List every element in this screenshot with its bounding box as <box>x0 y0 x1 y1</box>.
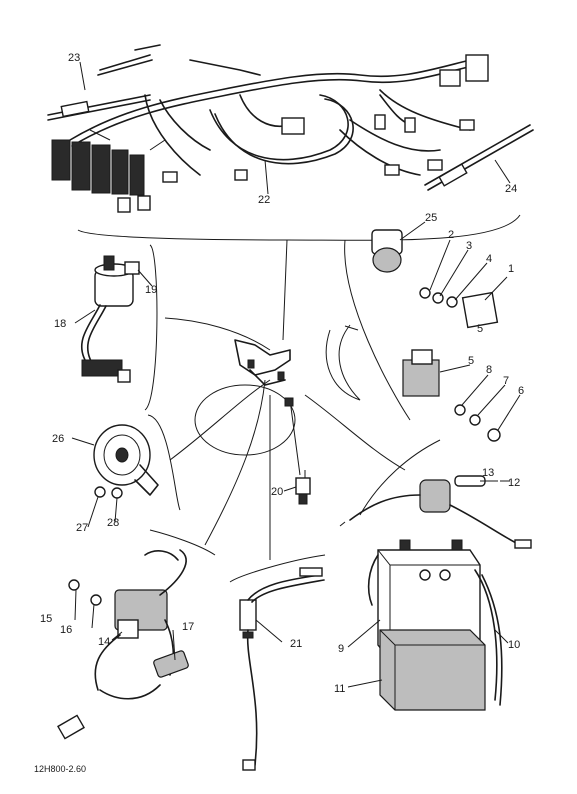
callout-10: 10 <box>508 639 520 651</box>
callout-2: 2 <box>448 229 454 241</box>
wiring-routing <box>164 239 406 560</box>
bracket-regulator <box>229 554 326 583</box>
leader-lines <box>71 61 521 688</box>
bracket-ignition <box>149 529 216 556</box>
bracket-switch <box>144 244 158 411</box>
callout-13: 13 <box>482 467 494 479</box>
callout-15: 15 <box>40 613 52 625</box>
callout-27: 27 <box>76 522 88 534</box>
fuse-lead-left <box>47 44 161 121</box>
callout-1: 1 <box>508 263 514 275</box>
callout-11: 11 <box>334 683 345 695</box>
callout-25: 25 <box>425 212 437 224</box>
callout-5a: 5 <box>468 355 474 367</box>
bracket-battery <box>359 439 441 516</box>
callout-6: 6 <box>518 385 524 397</box>
main-switch <box>80 255 140 383</box>
callout-7: 7 <box>503 375 509 387</box>
callout-26: 26 <box>52 433 64 445</box>
callout-16: 16 <box>60 624 72 636</box>
callout-21: 21 <box>290 638 302 650</box>
callout-3: 3 <box>466 240 472 252</box>
callout-19: 19 <box>145 284 157 296</box>
callout-28: 28 <box>107 517 119 529</box>
relay-assembly <box>371 229 501 442</box>
callout-18: 18 <box>54 318 66 330</box>
group-bracket-top <box>77 214 521 241</box>
callout-22: 22 <box>258 194 270 206</box>
callout-labels: 1 2 3 4 5 5 6 7 8 9 10 11 12 13 14 15 16… <box>34 52 524 774</box>
callout-12: 12 <box>508 477 520 489</box>
wire-harness <box>51 54 489 213</box>
callout-8: 8 <box>486 364 492 376</box>
fuse-holder <box>339 475 532 549</box>
callout-23: 23 <box>68 52 80 64</box>
callout-20: 20 <box>271 486 283 498</box>
callout-9: 9 <box>338 643 344 655</box>
fuse-lead-right <box>424 124 534 191</box>
callout-4: 4 <box>486 253 492 265</box>
bracket-horn <box>147 414 181 511</box>
battery <box>367 539 503 711</box>
callout-24: 24 <box>505 183 517 195</box>
callout-17: 17 <box>182 621 194 633</box>
ignition-coil <box>57 549 189 740</box>
neutral-switch <box>295 470 311 505</box>
callout-14: 14 <box>98 636 110 648</box>
diagram-code: 12H800-2.60 <box>34 764 86 774</box>
callout-5b: 5 <box>477 323 483 335</box>
regulator <box>239 567 325 771</box>
bracket-relay <box>344 239 411 421</box>
horn <box>93 424 159 499</box>
